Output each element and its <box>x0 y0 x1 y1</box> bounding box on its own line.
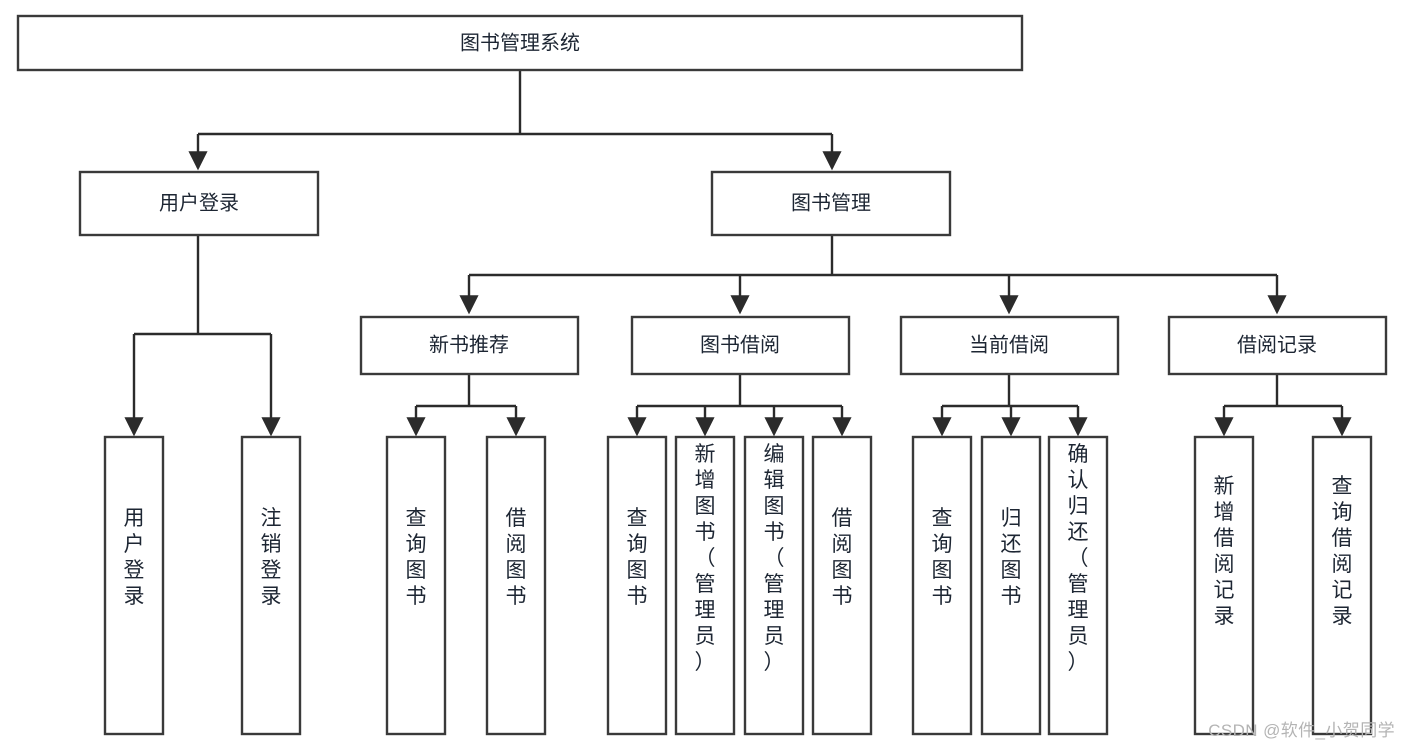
node-leaf-query-record-box[interactable] <box>1311 435 1373 736</box>
node-leaf-query-book-1-box[interactable] <box>385 435 447 736</box>
edges-current-borrow-to-leaves <box>932 374 1088 437</box>
node-leaf-query-record[interactable]: 查询借阅记录 <box>1311 435 1373 736</box>
node-leaf-confirm-return-box[interactable] <box>1047 435 1109 736</box>
node-leaf-add-book-box[interactable] <box>674 435 736 736</box>
node-leaf-confirm-return[interactable]: 确认归还（管理员） <box>1047 435 1109 736</box>
node-leaf-borrow-book-1[interactable]: 借阅图书 <box>485 435 547 736</box>
node-leaf-edit-book-box[interactable] <box>743 435 805 736</box>
node-leaf-add-record-box[interactable] <box>1193 435 1255 736</box>
node-leaf-borrow-book-2-box[interactable] <box>811 435 873 736</box>
node-leaf-confirm-return-label: 确认归还（管理员） <box>1068 443 1089 674</box>
node-user-login-box[interactable] <box>78 170 320 237</box>
node-book-manage-box[interactable] <box>710 170 952 237</box>
node-leaf-borrow-book-2[interactable]: 借阅图书 <box>811 435 873 736</box>
node-leaf-add-record[interactable]: 新增借阅记录 <box>1193 435 1255 736</box>
node-leaf-query-book-2-label: 查询图书 <box>627 507 648 608</box>
node-new-book-recommend-label: 新书推荐 <box>429 333 509 356</box>
node-leaf-query-book-3-label: 查询图书 <box>932 507 953 608</box>
node-borrow-record-box[interactable] <box>1167 315 1388 376</box>
node-leaf-return-book-box[interactable] <box>980 435 1042 736</box>
node-leaf-query-book-1[interactable]: 查询图书 <box>385 435 447 736</box>
edges-root-to-level2 <box>188 70 842 171</box>
edges-book-manage-to-level3 <box>459 235 1287 315</box>
node-leaf-user-logout-label: 注销登录 <box>261 507 282 608</box>
node-leaf-add-record-label: 新增借阅记录 <box>1214 475 1235 628</box>
node-leaf-query-book-2[interactable]: 查询图书 <box>606 435 668 736</box>
node-user-login-label: 用户登录 <box>159 191 239 214</box>
node-book-manage[interactable]: 图书管理 <box>710 170 952 237</box>
node-book-borrow[interactable]: 图书借阅 <box>630 315 851 376</box>
node-borrow-record[interactable]: 借阅记录 <box>1167 315 1388 376</box>
node-leaf-query-book-3-box[interactable] <box>911 435 973 736</box>
node-leaf-return-book[interactable]: 归还图书 <box>980 435 1042 736</box>
csdn-watermark: CSDN @软件_小贺同学 <box>1208 721 1395 740</box>
node-borrow-record-label: 借阅记录 <box>1237 333 1317 356</box>
node-book-manage-label: 图书管理 <box>791 191 871 214</box>
node-leaf-user-login-box[interactable] <box>103 435 165 736</box>
node-root-label: 图书管理系统 <box>460 31 580 54</box>
node-leaf-borrow-book-1-label: 借阅图书 <box>506 507 527 608</box>
node-current-borrow[interactable]: 当前借阅 <box>899 315 1120 376</box>
node-new-book-recommend-box[interactable] <box>359 315 580 376</box>
node-current-borrow-box[interactable] <box>899 315 1120 376</box>
node-current-borrow-label: 当前借阅 <box>969 333 1049 356</box>
node-leaf-query-book-1-label: 查询图书 <box>406 507 427 608</box>
node-book-borrow-box[interactable] <box>630 315 851 376</box>
node-root[interactable]: 图书管理系统 <box>16 14 1024 72</box>
edges-book-borrow-to-leaves <box>627 374 852 437</box>
node-leaf-query-record-label: 查询借阅记录 <box>1332 475 1353 628</box>
edges-user-login-to-leaves <box>124 235 281 437</box>
node-leaf-add-book-label: 新增图书（管理员） <box>695 443 716 674</box>
node-leaf-borrow-book-2-label: 借阅图书 <box>832 507 853 608</box>
node-leaf-add-book[interactable]: 新增图书（管理员） <box>674 435 736 736</box>
node-root-box[interactable] <box>16 14 1024 72</box>
node-leaf-user-logout-box[interactable] <box>240 435 302 736</box>
node-leaf-user-logout[interactable]: 注销登录 <box>240 435 302 736</box>
edges-borrow-record-to-leaves <box>1214 374 1352 437</box>
node-leaf-query-book-3[interactable]: 查询图书 <box>911 435 973 736</box>
node-leaf-user-login[interactable]: 用户登录 <box>103 435 165 736</box>
node-leaf-edit-book[interactable]: 编辑图书（管理员） <box>743 435 805 736</box>
node-leaf-borrow-book-1-box[interactable] <box>485 435 547 736</box>
node-user-login[interactable]: 用户登录 <box>78 170 320 237</box>
node-leaf-edit-book-label: 编辑图书（管理员） <box>764 443 785 674</box>
node-leaf-user-login-label: 用户登录 <box>124 507 145 608</box>
node-new-book-recommend[interactable]: 新书推荐 <box>359 315 580 376</box>
node-book-borrow-label: 图书借阅 <box>700 333 780 356</box>
node-leaf-query-book-2-box[interactable] <box>606 435 668 736</box>
edges-new-book-recommend-to-leaves <box>406 374 526 437</box>
node-leaf-return-book-label: 归还图书 <box>1001 507 1022 608</box>
